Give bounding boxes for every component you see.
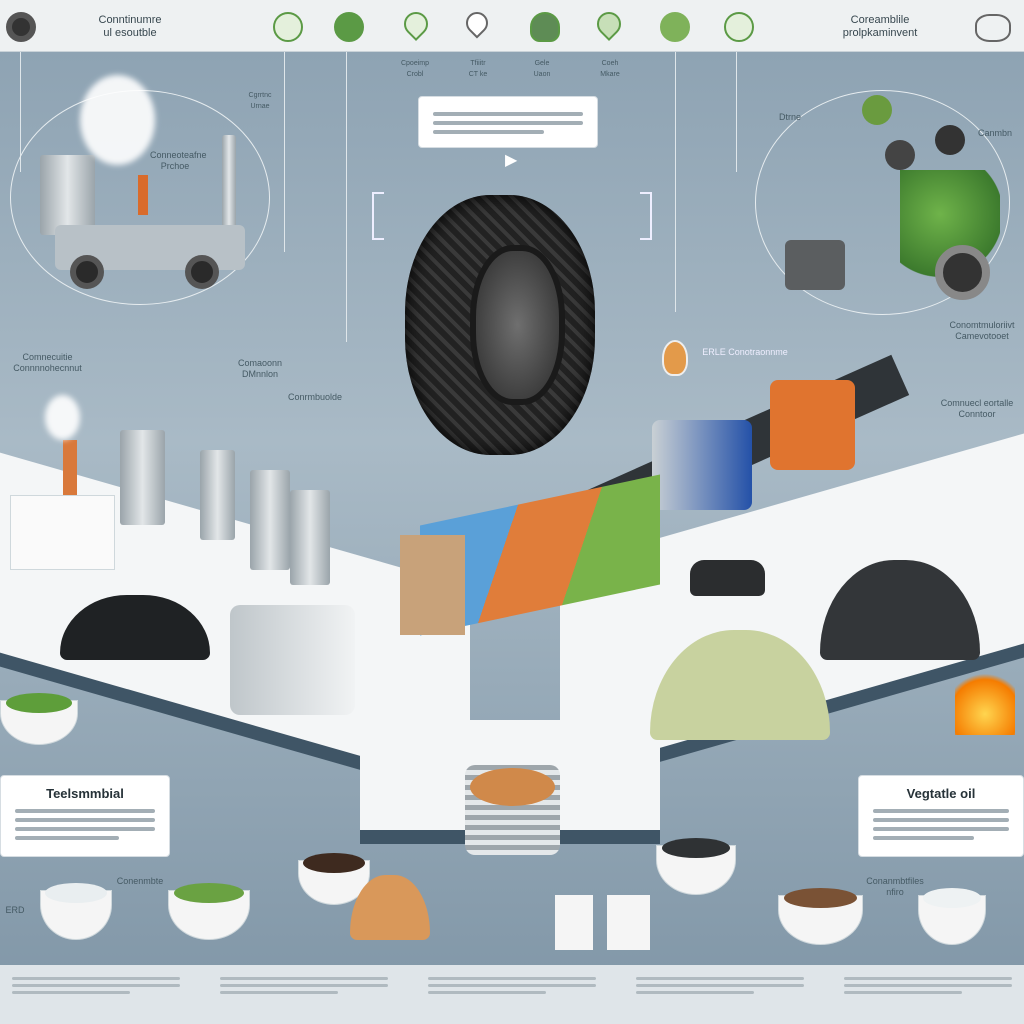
plant-icon [530,12,560,42]
chimney-orange [138,175,148,215]
left-card-title: Teelsmmbial [46,786,124,801]
header-bar: Conntinumre ul esoutble Coreamblile prol… [0,0,1024,52]
factory-tank [200,450,235,540]
tire-side-label: ERLE Conotraonnme [702,347,788,357]
green-bowl [0,693,78,745]
tire-hole [470,245,565,405]
material-dot [885,140,915,170]
left-info-card: Teelsmmbial [0,775,170,857]
leaf-drop-icon [399,7,433,41]
connector-line [346,52,347,342]
header-left-title: Conntinumre ul esoutble [98,14,162,39]
label-small-left: Cgrrtnc Urnae [248,92,272,110]
tire-icon [6,12,36,42]
connector-line [20,52,21,172]
silver-truck [230,605,355,715]
bike-icon [975,14,1011,42]
chimney-orange [63,440,77,495]
icon-caption-1: Cpoeimp Crobl [400,60,429,78]
forklift [785,240,845,290]
recycle-leaf-icon [273,12,303,42]
wheel [935,245,990,300]
connector-line [736,52,737,172]
right-mid-label: Conomtmuloriivt Camevotooet [949,320,1015,341]
footer-text-block [0,965,1024,1024]
truck-cab-blue [652,420,752,510]
white-cubes [555,895,650,950]
factory-tank [290,490,330,585]
icon-caption-2: Tfiiitr CT ke [468,60,488,78]
wheel [70,255,104,289]
material-dot [935,125,965,155]
water-drop-icon [461,7,493,39]
right-factory-label: Comnuecl eortalle Conntoor [940,398,1014,419]
factory-chimney [222,135,236,245]
trailer-box [400,535,465,635]
bottom-left-bowl-label: Conenmbte [116,876,164,886]
grain-drop-icon [592,7,626,41]
bottom-tag: ERD [5,905,25,915]
right-process-circle [755,90,1010,315]
icon-caption-3: Gele Uaon [533,60,551,78]
bracket-right [640,192,652,240]
white-trailer [10,495,115,570]
heart-leaf-icon [660,12,690,42]
wheel [185,255,219,289]
right-card-title: Vegtatle oil [906,786,976,801]
bracket-left [372,192,384,240]
middle-label: Conrmbuolde [287,392,343,402]
connector-line [284,52,285,252]
mid-factory-label: Comaoonn DMnnlon [237,358,283,379]
icon-caption-4: Coeh Mkare [600,60,620,78]
factory-tank [250,470,290,570]
globe-icon [724,12,754,42]
bottom-right-bowl-label: Conanmbtfiles nfiro [866,876,924,897]
flask-icon [662,340,688,376]
right-circle-label: Dtrne [778,112,801,122]
connector-line [675,52,676,312]
material-dot [862,95,892,125]
smoke [80,75,155,165]
center-info-card [418,96,598,148]
black-bowl [656,838,736,895]
factory-tank [40,155,95,235]
spool-fill [470,768,555,806]
smoke [45,395,80,440]
right-info-card: Vegtatle oil [858,775,1024,857]
white-bowl [918,888,986,945]
car [690,560,765,596]
loader-orange [770,380,855,470]
header-right-title: Coreamblile prolpkaminvent [842,14,918,39]
arrow-icon: ▶ [505,152,518,169]
eco-badge-icon [334,12,364,42]
white-bowl [40,883,112,940]
factory-tank [120,430,165,525]
fire-icon [955,665,1015,735]
right-circle-label-2: Canmbn [977,128,1013,138]
left-mid-label: Comnecuitie Connnnohecnnut [13,352,82,373]
left-upper-label: Conneoteafne Prchoe [150,150,207,171]
